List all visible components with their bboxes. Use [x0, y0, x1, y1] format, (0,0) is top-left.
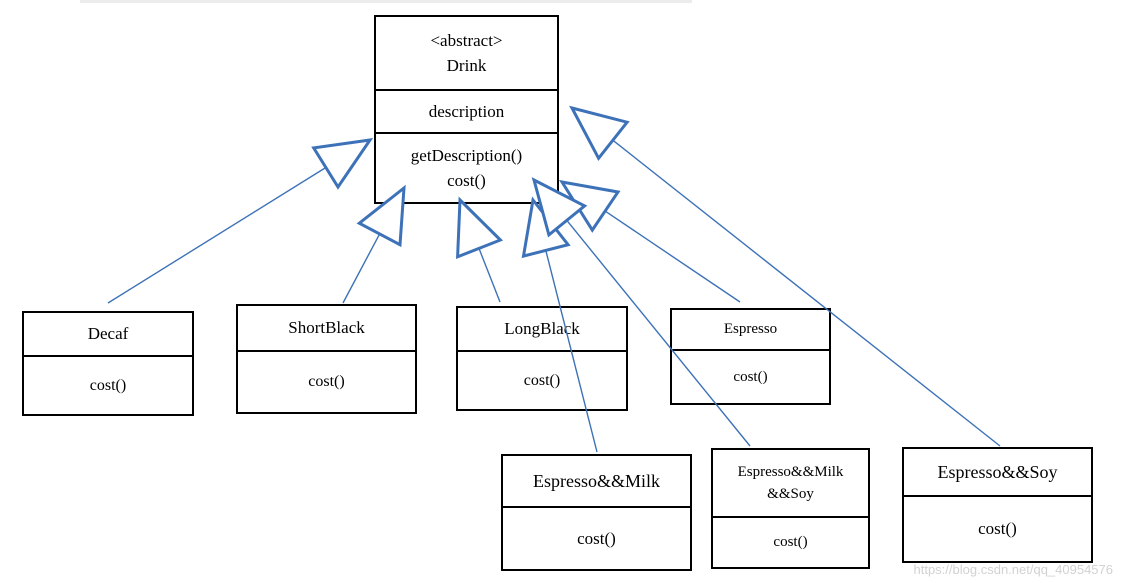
drink-fields-compartment: description [376, 89, 557, 132]
espresso-soy-method-cost: cost() [978, 519, 1017, 539]
generalization-line-espresso-soy [612, 139, 1001, 447]
short-black-name-compartment: ShortBlack [238, 306, 415, 352]
class-espresso-milk-soy: Espresso&&Milk &&Soy cost() [711, 448, 870, 569]
espresso-milk-soy-methods-compartment: cost() [713, 518, 868, 567]
decaf-name-compartment: Decaf [24, 313, 192, 357]
espresso-methods-compartment: cost() [672, 351, 829, 403]
generalization-arrowhead-decaf [311, 138, 374, 190]
long-black-name-compartment: LongBlack [458, 308, 626, 352]
generalization-line-decaf [107, 166, 327, 304]
generalization-line-long-black [478, 248, 501, 303]
espresso-soy-methods-compartment: cost() [904, 497, 1091, 561]
drink-stereotype: <abstract> [430, 30, 503, 50]
generalization-arrowhead-short-black [356, 184, 406, 248]
decaf-methods-compartment: cost() [24, 357, 192, 414]
espresso-milk-class-name: Espresso&&Milk [532, 470, 660, 491]
espresso-class-name: Espresso [723, 321, 778, 338]
generalization-arrowhead-espresso-milk-soy [531, 177, 588, 238]
drink-class-name: Drink [446, 56, 487, 75]
generalization-arrowhead-espresso-soy [569, 105, 630, 162]
class-decaf: Decaf cost() [22, 311, 194, 416]
espresso-milk-methods-compartment: cost() [503, 508, 690, 569]
decaf-method-cost: cost() [89, 376, 127, 394]
generalization-line-espresso-milk-soy [566, 219, 751, 447]
long-black-method-cost: cost() [523, 371, 561, 389]
drink-field-description: description [428, 101, 505, 121]
espresso-name-compartment: Espresso [672, 310, 829, 351]
class-drink: <abstract> Drink description getDescript… [374, 15, 559, 204]
espresso-milk-soy-class-name-line1: Espresso&&Milk [737, 463, 844, 480]
short-black-methods-compartment: cost() [238, 352, 415, 412]
espresso-milk-name-compartment: Espresso&&Milk [503, 456, 690, 508]
watermark: https://blog.csdn.net/qq_40954576 [913, 562, 1114, 577]
drink-methods-compartment: getDescription() cost() [376, 132, 557, 202]
drink-name-compartment: <abstract> Drink [376, 17, 557, 89]
class-espresso: Espresso cost() [670, 308, 831, 405]
short-black-class-name: ShortBlack [288, 318, 365, 338]
long-black-methods-compartment: cost() [458, 352, 626, 409]
espresso-milk-soy-class-name-line2: &&Soy [767, 486, 814, 502]
drink-method-cost: cost() [447, 171, 486, 190]
espresso-soy-class-name: Espresso&&Soy [937, 461, 1058, 482]
class-espresso-soy: Espresso&&Soy cost() [902, 447, 1093, 563]
long-black-class-name: LongBlack [504, 319, 580, 339]
espresso-method-cost: cost() [733, 368, 768, 385]
espresso-soy-name-compartment: Espresso&&Soy [904, 449, 1091, 497]
generalization-line-short-black [342, 233, 381, 304]
class-long-black: LongBlack cost() [456, 306, 628, 411]
decaf-class-name: Decaf [87, 324, 129, 344]
drink-method-get-description: getDescription() [410, 145, 523, 165]
generalization-line-espresso [604, 210, 741, 303]
top-divider [80, 0, 692, 3]
espresso-milk-soy-method-cost: cost() [773, 534, 808, 551]
generalization-line-espresso-milk [545, 250, 598, 453]
espresso-milk-method-cost: cost() [577, 528, 616, 548]
short-black-method-cost: cost() [308, 373, 345, 390]
espresso-milk-soy-name-compartment: Espresso&&Milk &&Soy [713, 450, 868, 518]
class-short-black: ShortBlack cost() [236, 304, 417, 414]
class-espresso-milk: Espresso&&Milk cost() [501, 454, 692, 571]
generalization-arrowhead-long-black [456, 196, 504, 260]
